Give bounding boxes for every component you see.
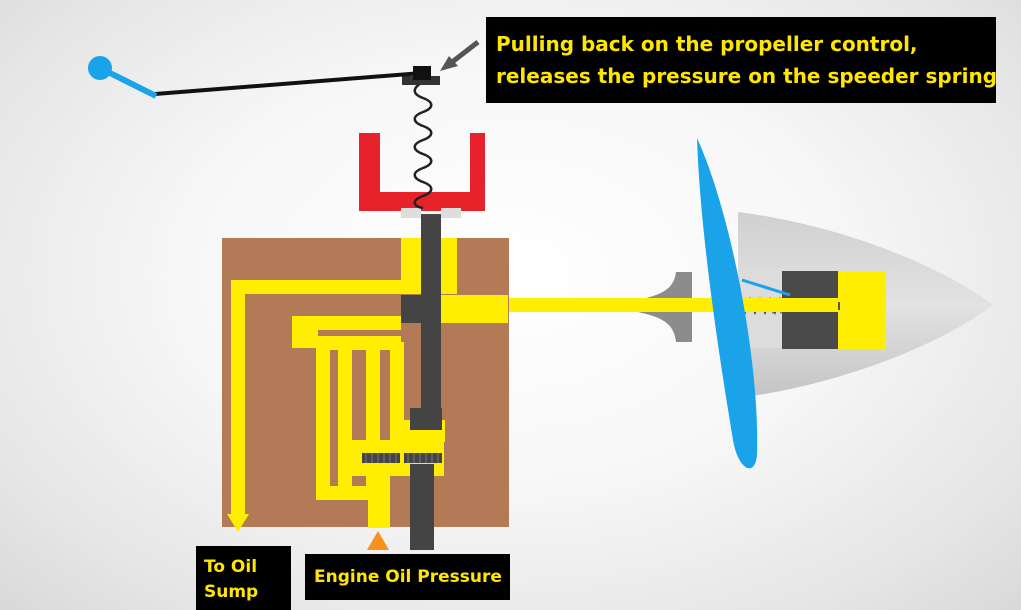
flyweight-toe-left <box>401 208 421 218</box>
sump-label-line-1: To Oil <box>204 557 258 577</box>
flyweight-toe-right <box>441 208 461 218</box>
valve-land-upper <box>401 295 441 323</box>
spring-cap <box>402 76 440 85</box>
speeder-spring <box>413 80 433 210</box>
sump-arrow <box>227 514 249 532</box>
pilot-valve <box>362 214 442 550</box>
callout-engine-oil-pressure: Engine Oil Pressure <box>305 554 510 600</box>
callout-line-1: Pulling back on the propeller control, <box>496 32 918 56</box>
boost-pump-gear-right <box>404 453 442 463</box>
control-rod <box>154 71 423 96</box>
flyweights <box>359 133 485 211</box>
blade-link <box>741 278 791 297</box>
sump-label-line-2: Sump <box>204 582 259 602</box>
valve-land-lower <box>410 408 442 430</box>
control-knob <box>88 56 112 80</box>
propeller-blade <box>697 138 758 469</box>
drive-shaft <box>410 464 434 550</box>
callout-speeder-spring: Pulling back on the propeller control, r… <box>486 17 998 103</box>
pointer-arrow-head <box>440 56 458 71</box>
boost-pump-gear-left <box>362 453 400 463</box>
piston-oil <box>838 271 886 349</box>
oil-pressure-arrow <box>367 531 389 550</box>
callout-line-2: releases the pressure on the speeder spr… <box>496 64 998 88</box>
callout-oil-sump: To Oil Sump <box>196 546 291 610</box>
oil-line-to-hub <box>508 298 838 312</box>
